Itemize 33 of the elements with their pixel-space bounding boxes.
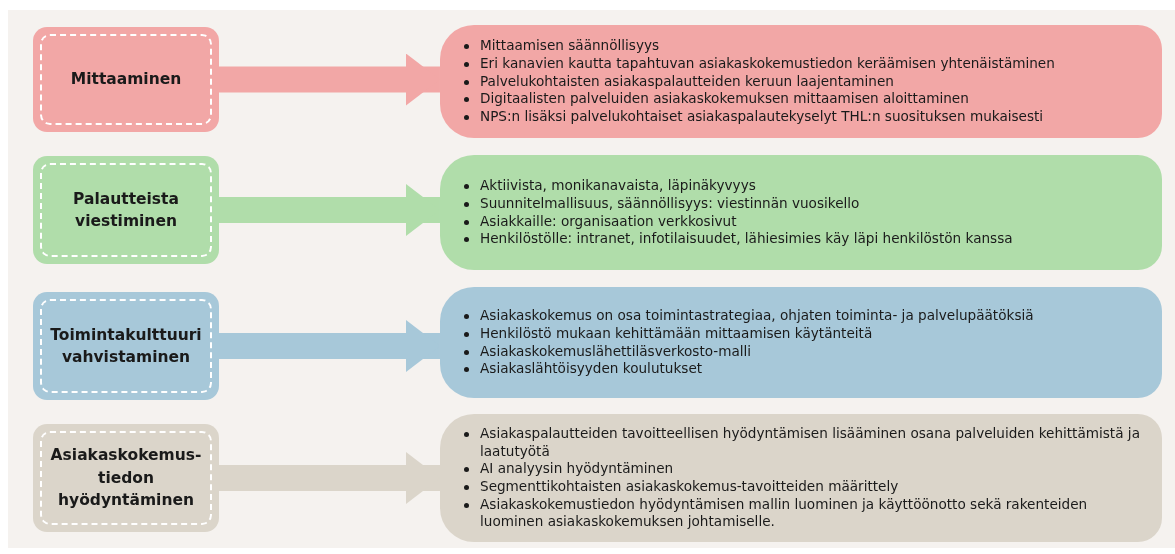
- category-label: Palautteista viestiminen: [72, 188, 180, 232]
- bullet-item: Suunnitelmallisuus, säännöllisyys: viestinnän vuosikello: [480, 194, 860, 213]
- bullet-item: Digitaalisten palveluiden asiakaskokemuksen mittaamisen aloittaminen: [480, 90, 969, 108]
- bullet-list-box: [440, 287, 1162, 398]
- bullet-item: Segmenttikohtaisten asiakaskokemus-tavoitteiden määrittely: [480, 478, 899, 496]
- bullet-item: Eri kanavien kautta tapahtuvan asiakaskokemustiedon keräämisen yhtenäistäminen: [480, 55, 1055, 73]
- bullet-item: Asiakaskokemuslähettiläsverkosto-malli: [480, 342, 752, 361]
- bullet-item: Henkilöstölle: intranet, infotilaisuudet, lähiesimies käy läpi henkilöstön kanssa: [480, 230, 1013, 248]
- category-box: [33, 156, 219, 264]
- bullet-item: Palvelukohtaisten asiakaspalautteiden keruun laajentaminen: [480, 72, 894, 91]
- bullet-list-box: [440, 25, 1162, 138]
- arrow: [219, 53, 440, 106]
- bullet-item: Asiakkaille: organisaation verkkosivut: [480, 212, 737, 231]
- category-box: [33, 292, 219, 400]
- bullet-item: NPS:n lisäksi palvelukohtaiset asiakaspalautekyselyt THL:n suosituksen mukaisesti: [480, 108, 1044, 126]
- arrow: [219, 184, 440, 236]
- category-label: Asiakaskokemus- tiedon hyödyntäminen: [49, 445, 203, 512]
- arrow: [219, 452, 440, 504]
- category-label: Toimintakulttuuri vahvistaminen: [49, 324, 203, 368]
- bullet-item: Aktiivista, monikanavaista, läpinäkyvyys: [480, 177, 756, 195]
- category-box: [33, 27, 219, 132]
- bullet-item: Asiakaslähtöisyyden koulutukset: [480, 360, 703, 378]
- bullet-item: Asiakaspalautteiden tavoitteellisen hyödyntämisen lisääminen osana palveluiden kehittämistä ja laatutyötä: [480, 425, 1141, 461]
- bullet-item: Henkilöstö mukaan kehittämään mittaamisen käytänteitä: [480, 324, 873, 343]
- bullet-item: Asiakaskokemustiedon hyödyntämisen mallin luominen ja käyttöönotto sekä rakenteiden luominen asiakaskokemuksen johtamiselle.: [480, 495, 1089, 531]
- bullet-item: AI analyysin hyödyntäminen: [480, 460, 674, 478]
- bullet-list-box: [440, 155, 1162, 270]
- category-label: Mittaaminen: [69, 69, 183, 91]
- bullet-item: Mittaamisen säännöllisyys: [480, 37, 660, 55]
- bullet-list-box: [440, 414, 1162, 542]
- arrow: [219, 320, 440, 372]
- category-box: [33, 424, 219, 532]
- bullet-item: Asiakaskokemus on osa toimintastrategiaa, ohjaten toiminta- ja palvelupäätöksiä: [480, 307, 1034, 325]
